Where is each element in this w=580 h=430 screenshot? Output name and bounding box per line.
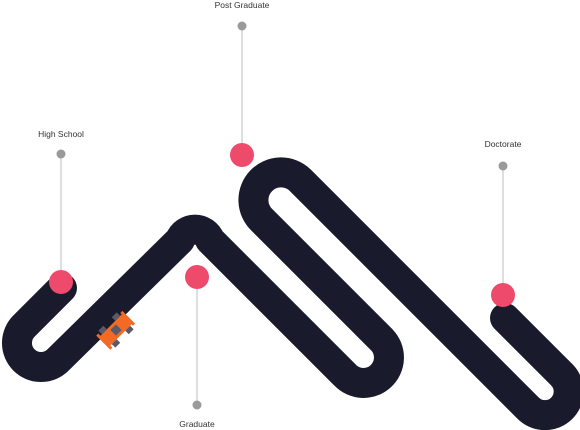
milestone-marker: [491, 283, 515, 307]
milestone-post-graduate: Post Graduate: [215, 0, 270, 167]
milestone-label: Post Graduate: [215, 0, 270, 10]
connector-dot: [56, 149, 66, 159]
milestone-marker: [49, 270, 73, 294]
milestone-doctorate: Doctorate: [485, 139, 522, 307]
milestone-marker: [230, 143, 254, 167]
road-path: [1, 157, 580, 430]
connector-dot: [192, 400, 202, 410]
milestone-label: Graduate: [179, 419, 215, 429]
milestone-graduate: Graduate: [179, 265, 215, 429]
connector-dot: [498, 161, 508, 171]
race-car-icon: [96, 310, 136, 350]
milestone-label: High School: [38, 129, 84, 139]
milestone-marker: [185, 265, 209, 289]
connector-dot: [237, 21, 247, 31]
milestone-label: Doctorate: [485, 139, 522, 149]
milestone-high-school: High School: [38, 129, 84, 294]
